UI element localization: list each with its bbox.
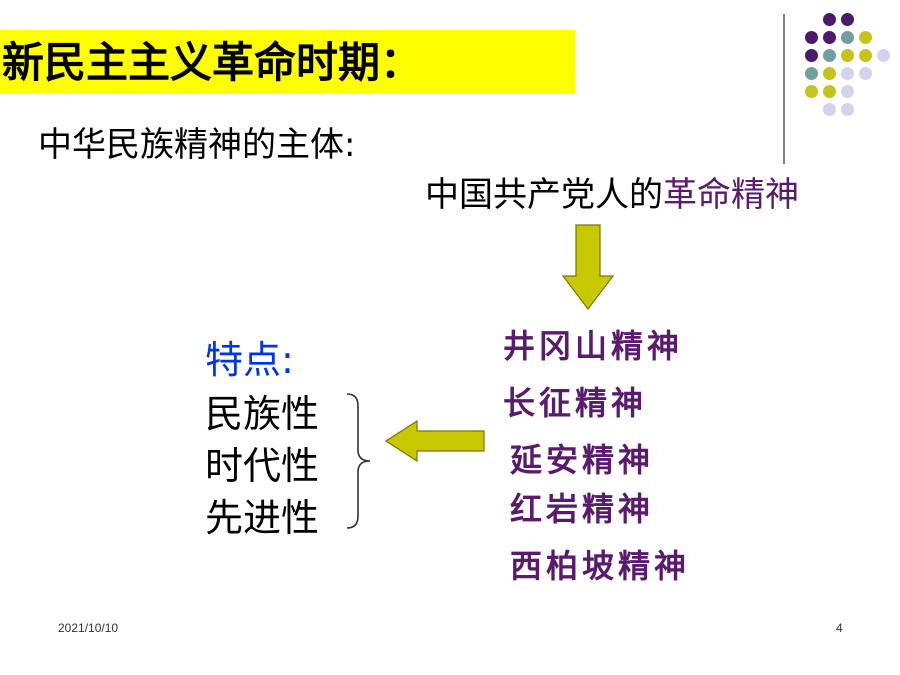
decorative-dot (805, 49, 818, 62)
decorative-dot (823, 103, 836, 116)
decorative-dot (823, 13, 836, 26)
feature-item: 先进性 (205, 496, 320, 540)
spirit-item-jinggangshan: 井冈山精神 (503, 327, 684, 365)
decorative-dot (859, 49, 872, 62)
spirit-item-yanan: 延安精神 (510, 441, 655, 479)
subject-value-highlight: 革命精神 (663, 175, 799, 215)
decorative-dot (805, 85, 818, 98)
decorative-dot (859, 67, 872, 80)
decorative-dot (877, 49, 890, 62)
spirit-item-changzheng: 长征精神 (503, 384, 648, 422)
decorative-dot (823, 85, 836, 98)
spirit-item-hongyan: 红岩精神 (510, 490, 655, 528)
subject-label: 中华民族精神的主体: (38, 125, 356, 165)
features-label: 特点: (205, 338, 294, 382)
decorative-dot (823, 67, 836, 80)
right-brace-icon (346, 393, 371, 529)
decorative-dot (805, 67, 818, 80)
decorative-dot (841, 13, 854, 26)
footer-date: 2021/10/10 (58, 621, 119, 635)
slide-title: 新民主主义革命时期： (2, 38, 423, 87)
decorative-dot (841, 31, 854, 44)
decorative-dot (823, 49, 836, 62)
subject-value: 中国共产党人的革命精神 (425, 174, 799, 216)
decorative-dot (841, 103, 854, 116)
decorative-divider-line (783, 14, 785, 164)
title-background (0, 30, 575, 94)
decorative-dot (841, 85, 854, 98)
feature-item: 民族性 (205, 392, 320, 436)
feature-item: 时代性 (205, 444, 320, 488)
decorative-dot (841, 67, 854, 80)
decorative-dot (823, 31, 836, 44)
decorative-dot (805, 31, 818, 44)
page-number: 4 (836, 621, 843, 635)
decorative-dot (859, 31, 872, 44)
subject-value-prefix: 中国共产党人的 (425, 175, 663, 215)
left-arrow-icon (385, 420, 485, 462)
decorative-dot (841, 49, 854, 62)
down-arrow-icon (562, 224, 614, 310)
spirit-item-xibaipo: 西柏坡精神 (510, 547, 691, 585)
